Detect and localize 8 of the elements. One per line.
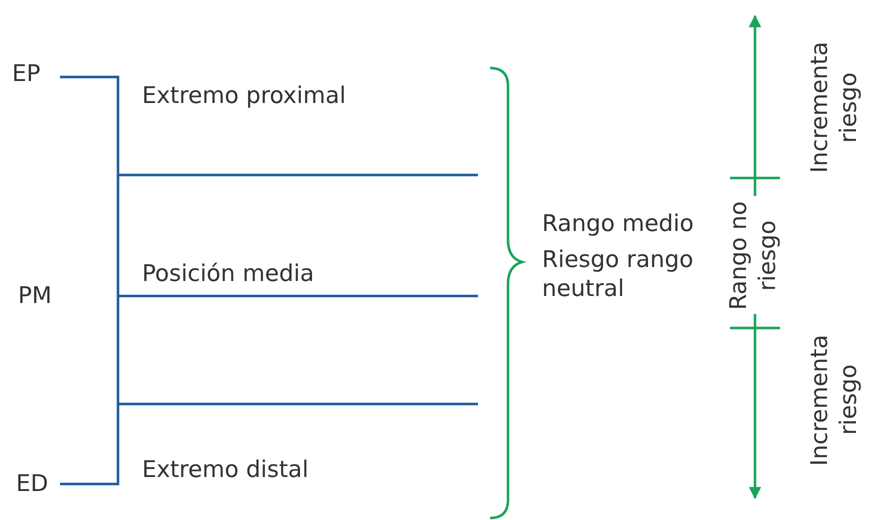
position-label: Posición media	[142, 260, 314, 289]
position-marker: PM	[18, 282, 52, 311]
position-label: Extremo distal	[142, 456, 309, 485]
range-label: Rango medio	[542, 210, 694, 239]
range-label: Riesgo rango neutral	[542, 246, 694, 304]
position-marker: ED	[16, 470, 48, 499]
position-label: Extremo proximal	[142, 82, 346, 111]
position-marker: EP	[12, 60, 40, 89]
